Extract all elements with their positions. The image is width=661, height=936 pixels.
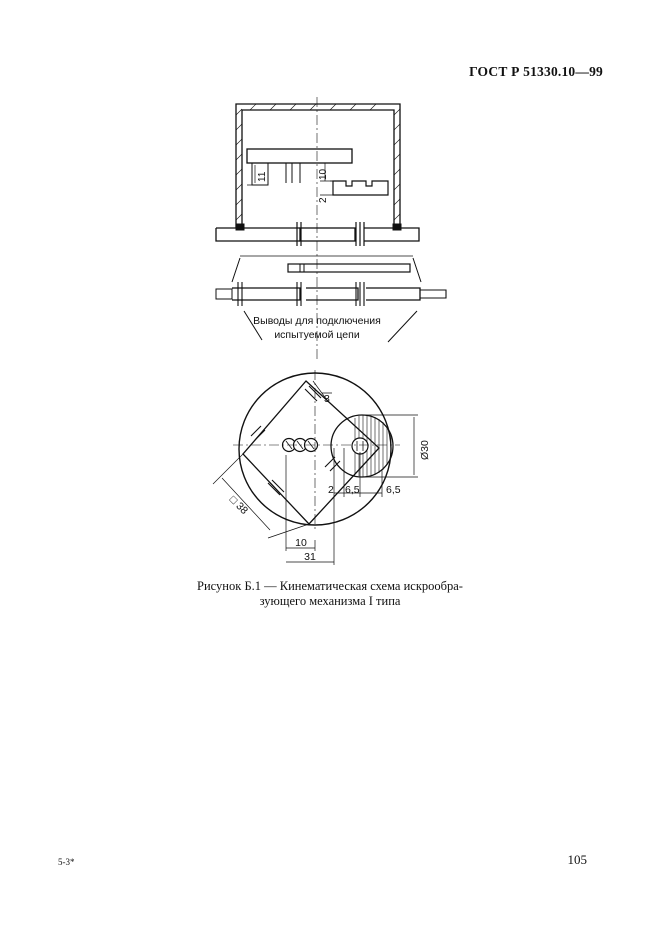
dim-10: 10	[295, 537, 307, 549]
dim-31: 31	[304, 551, 316, 563]
dim-gap-2: 2	[318, 197, 329, 203]
callout-text-line1: Выводы для подключения	[253, 315, 381, 327]
caption-line-2: зующего механизма I типа	[259, 594, 401, 608]
dim-2: 2	[328, 484, 334, 496]
housing-section	[215, 97, 447, 360]
callout-text-line2: испытуемой цепи	[274, 329, 360, 341]
dim-3: 3	[324, 393, 330, 405]
dim-diameter-30: Ø30	[419, 440, 431, 460]
footer-signature-mark: 5-3*	[58, 857, 75, 867]
dim-square-38: □ 38	[227, 494, 250, 517]
dim-height-10: 10	[318, 168, 329, 180]
figure-caption: Рисунок Б.1 — Кинематическая схема искро…	[190, 579, 470, 609]
disc-plan-view	[233, 370, 400, 532]
caption-line-1: Рисунок Б.1 — Кинематическая схема искро…	[197, 579, 463, 593]
page-number: 105	[567, 852, 588, 867]
dim-height-11: 11	[257, 171, 268, 182]
standard-code: ГОСТ Р 51330.10—99	[469, 64, 603, 79]
dim-6-5-a: 6,5	[345, 484, 360, 496]
dim-6-5-b: 6,5	[386, 484, 401, 496]
